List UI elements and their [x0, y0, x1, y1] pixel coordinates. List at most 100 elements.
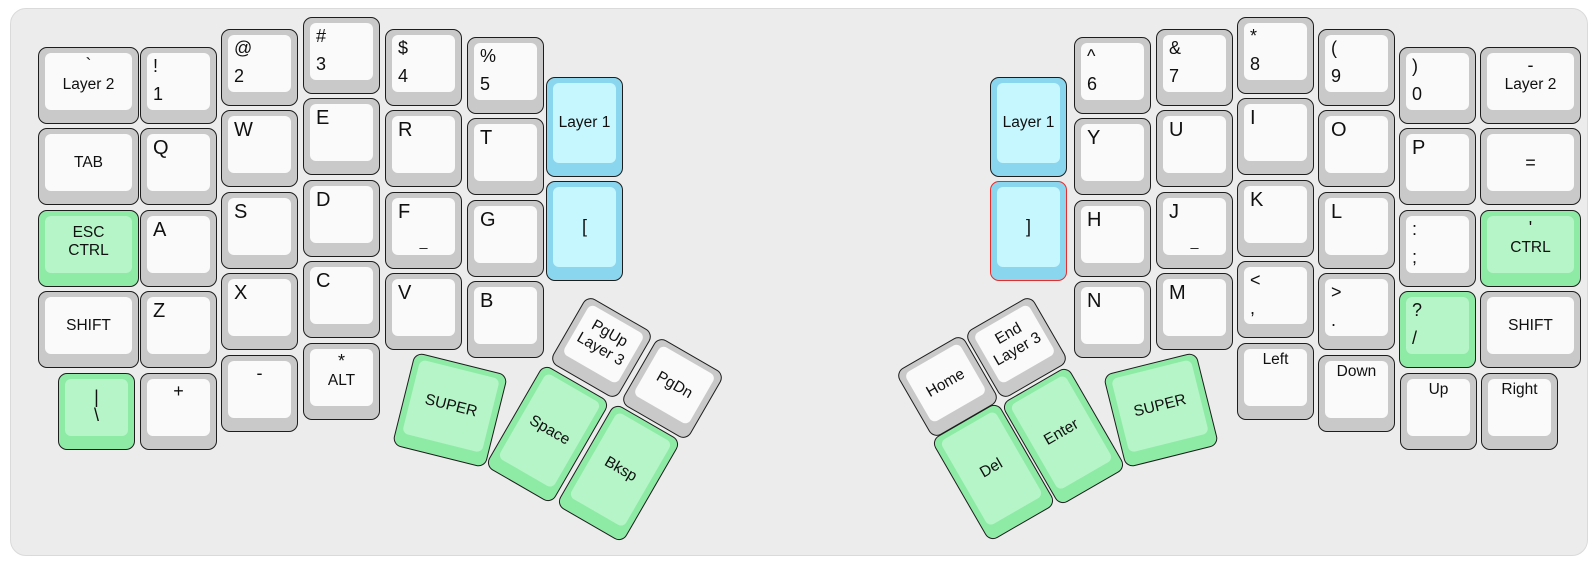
keycap-top: *ALT	[310, 349, 373, 406]
key-l[interactable]: L	[1318, 192, 1395, 269]
keycap-top: Up	[1407, 379, 1470, 436]
key-legend: R	[398, 119, 413, 141]
key-8[interactable]: *8	[1237, 17, 1314, 94]
key-lbracket[interactable]: [	[546, 181, 623, 281]
key-layer1-left[interactable]: Layer 1	[546, 77, 623, 177]
key-x[interactable]: X	[221, 273, 298, 350]
key-legend: Del	[976, 455, 1006, 482]
key-right[interactable]: Right	[1481, 373, 1558, 450]
key-pipe-backslash[interactable]: |\	[58, 373, 135, 450]
key-comma[interactable]: <,	[1237, 261, 1314, 338]
key-minus[interactable]: -	[221, 355, 298, 432]
keycap-top: -Layer 2	[1487, 53, 1574, 110]
key-7[interactable]: &7	[1156, 29, 1233, 106]
keycap-top: SHIFT	[45, 297, 132, 354]
key-legend: P	[1412, 137, 1426, 159]
key-legend: %	[480, 46, 497, 66]
key-i[interactable]: I	[1237, 98, 1314, 175]
key-legend: K	[1250, 189, 1264, 211]
key-legend: J	[1169, 201, 1179, 223]
key-legend: /	[1412, 327, 1418, 348]
key-legend: Left	[1262, 351, 1289, 368]
key-legend: F	[398, 201, 411, 223]
key-layer1-right[interactable]: Layer 1	[990, 77, 1067, 177]
keycap-top: H	[1081, 206, 1144, 263]
key-legend: PgDn	[653, 367, 696, 402]
key-legend: Enter	[1040, 415, 1082, 449]
key-question-slash[interactable]: ?/	[1399, 291, 1476, 368]
key-semicolon[interactable]: :;	[1399, 210, 1476, 287]
key-legend: \	[93, 405, 99, 426]
key-legend: ESC	[72, 223, 105, 241]
key-w[interactable]: W	[221, 110, 298, 187]
keycap-top: `Layer 2	[45, 53, 132, 110]
key-j[interactable]: J_	[1156, 192, 1233, 269]
key-6[interactable]: ^6	[1074, 37, 1151, 114]
key-period[interactable]: >.	[1318, 273, 1395, 350]
key-b[interactable]: B	[467, 281, 544, 358]
key-y[interactable]: Y	[1074, 118, 1151, 195]
key-c[interactable]: C	[303, 261, 380, 338]
key-0[interactable]: )0	[1399, 47, 1476, 124]
key-u[interactable]: U	[1156, 110, 1233, 187]
key-a[interactable]: A	[140, 210, 217, 287]
keycap-top: O	[1325, 116, 1388, 173]
keycap-top: T	[474, 124, 537, 181]
key-minus-layer2[interactable]: -Layer 2	[1480, 47, 1581, 124]
key-s[interactable]: S	[221, 192, 298, 269]
key-o[interactable]: O	[1318, 110, 1395, 187]
key-super-left[interactable]: SUPER	[391, 351, 509, 469]
key-equals[interactable]: =	[1480, 128, 1581, 205]
key-3[interactable]: #3	[303, 17, 380, 94]
key-legend: &	[1169, 38, 1182, 58]
keycap-top: E	[310, 104, 373, 161]
keycap-top: Z	[147, 297, 210, 354]
key-m[interactable]: M	[1156, 273, 1233, 350]
key-legend: *	[337, 351, 345, 371]
key-rbracket[interactable]: ]	[990, 181, 1067, 281]
key-up[interactable]: Up	[1400, 373, 1477, 450]
key-legend: >	[1331, 282, 1342, 302]
key-2[interactable]: @2	[221, 29, 298, 106]
key-t[interactable]: T	[467, 118, 544, 195]
keycap-top: R	[392, 116, 455, 173]
key-p[interactable]: P	[1399, 128, 1476, 205]
key-tab[interactable]: TAB	[38, 128, 139, 205]
key-plus[interactable]: +	[140, 373, 217, 450]
key-legend: `	[85, 55, 92, 75]
key-z[interactable]: Z	[140, 291, 217, 368]
key-legend: O	[1331, 119, 1347, 141]
key-n[interactable]: N	[1074, 281, 1151, 358]
key-legend: I	[1250, 107, 1256, 129]
keycap-top: Down	[1325, 361, 1388, 418]
key-f[interactable]: F_	[385, 192, 462, 269]
key-legend: Z	[153, 300, 166, 322]
key-5[interactable]: %5	[467, 37, 544, 114]
key-left[interactable]: Left	[1237, 343, 1314, 420]
key-grave-layer2[interactable]: `Layer 2	[38, 47, 139, 124]
key-shift-right[interactable]: SHIFT	[1480, 291, 1581, 368]
key-legend: CTRL	[1510, 238, 1551, 256]
key-r[interactable]: R	[385, 110, 462, 187]
key-h[interactable]: H	[1074, 200, 1151, 277]
key-e[interactable]: E	[303, 98, 380, 175]
key-down[interactable]: Down	[1318, 355, 1395, 432]
key-asterisk-alt[interactable]: *ALT	[303, 343, 380, 420]
key-quote-ctrl[interactable]: 'CTRL	[1480, 210, 1581, 287]
key-q[interactable]: Q	[140, 128, 217, 205]
key-9[interactable]: (9	[1318, 29, 1395, 106]
key-g[interactable]: G	[467, 200, 544, 277]
key-k[interactable]: K	[1237, 180, 1314, 257]
key-4[interactable]: $4	[385, 29, 462, 106]
key-v[interactable]: V	[385, 273, 462, 350]
key-1[interactable]: !1	[140, 47, 217, 124]
key-super-right[interactable]: SUPER	[1102, 351, 1220, 469]
key-legend: !	[153, 56, 159, 76]
keycap-top: Q	[147, 134, 210, 191]
keycap-top: :;	[1406, 216, 1469, 273]
key-legend: @	[234, 38, 253, 58]
key-d[interactable]: D	[303, 180, 380, 257]
key-legend: Home	[922, 364, 967, 400]
key-shift-left[interactable]: SHIFT	[38, 291, 139, 368]
